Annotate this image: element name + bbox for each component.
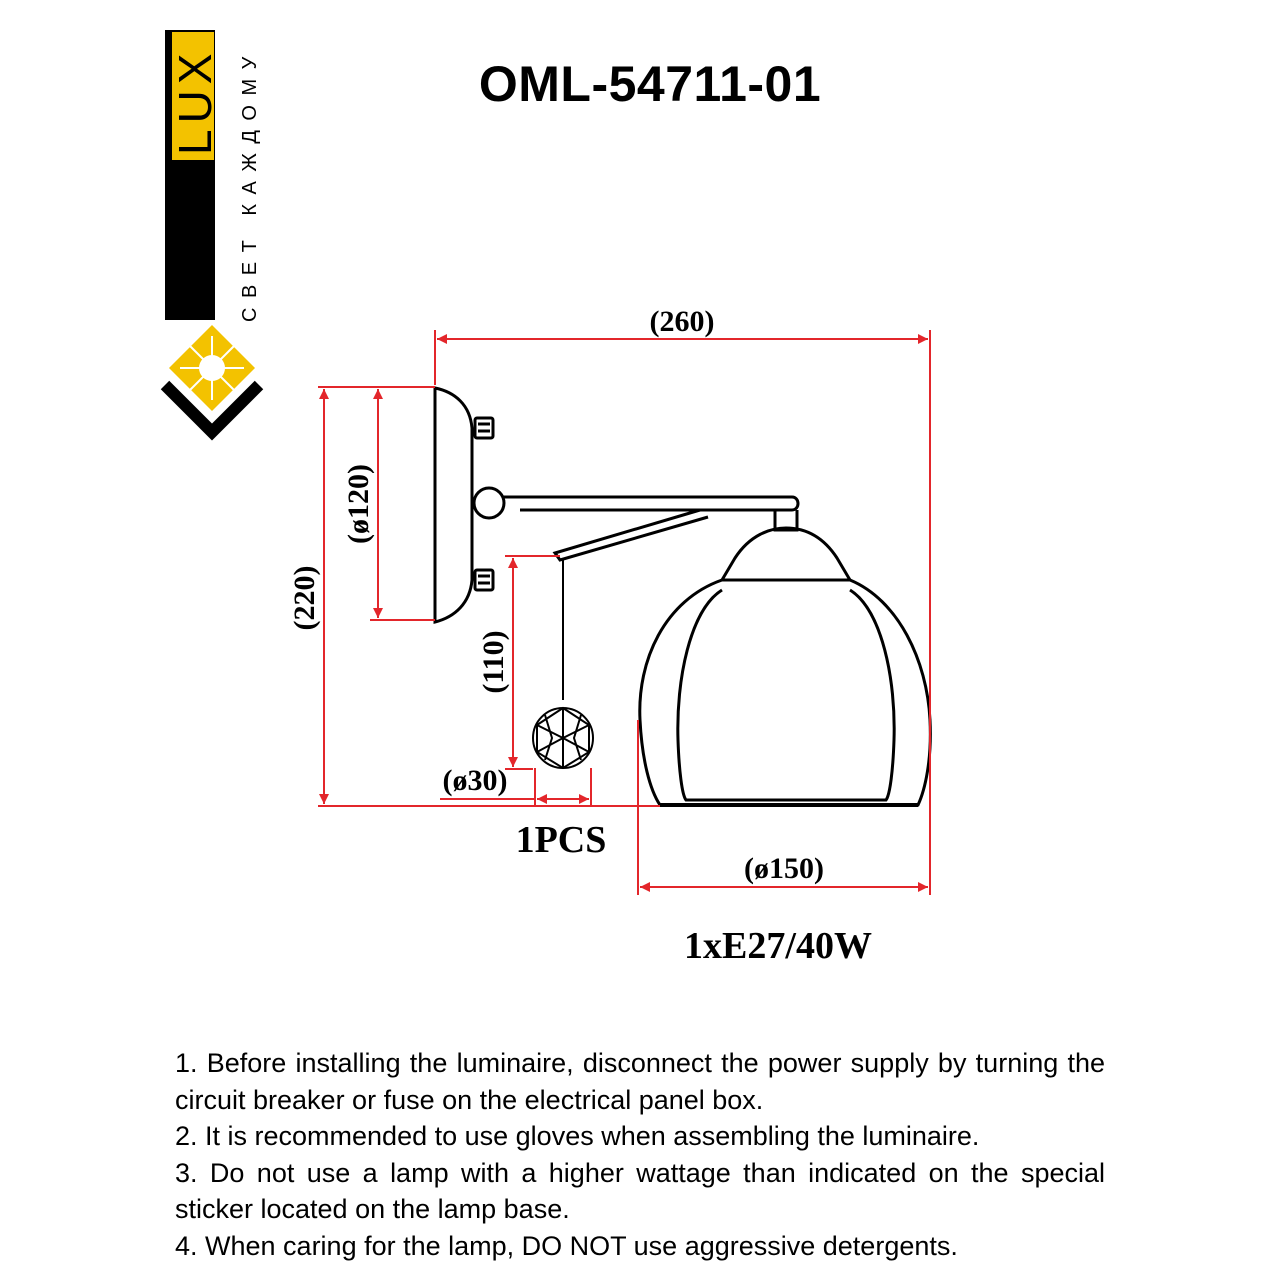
brand-logo: OMNI LUX СВЕТ КАЖДОМУ	[160, 30, 264, 441]
note-item: 3. Do not use a lamp with a higher watta…	[175, 1157, 1105, 1225]
mount-screw-bottom	[473, 568, 495, 592]
note-item: 4. When caring for the lamp, DO NOT use …	[175, 1230, 958, 1261]
logo-tagline: СВЕТ КАЖДОМУ	[239, 47, 261, 322]
shade-stem	[773, 510, 799, 532]
label-shade-diameter: (ø150)	[744, 852, 824, 885]
arm-knob	[472, 486, 506, 520]
note-item: 2. It is recommended to use gloves when …	[175, 1121, 980, 1151]
model-title: OML-54711-01	[478, 56, 822, 112]
installation-notes: 1. Before installing the luminaire, disc…	[175, 1045, 1105, 1264]
shade-inner	[676, 588, 896, 802]
label-pendant-drop: (110)	[477, 630, 510, 693]
label-crystal-count: 1PCS	[516, 819, 607, 861]
dimension-lines	[318, 330, 931, 895]
label-total-height: (220)	[288, 566, 321, 631]
arm-upper	[503, 495, 800, 512]
note-item: 1. Before installing the luminaire, disc…	[175, 1048, 1105, 1115]
label-crystal-diameter: (ø30)	[443, 764, 508, 797]
shade-outer	[638, 578, 932, 807]
label-total-width: (260)	[650, 305, 715, 338]
logo-brand-part1: OMNI	[169, 172, 221, 316]
mount-screw-top	[473, 416, 495, 440]
sun-diamond-logo-icon	[160, 325, 264, 441]
logo-accent-block	[172, 32, 214, 160]
luminaire-outline	[433, 386, 932, 807]
shade-cap	[719, 526, 853, 582]
label-lamp-spec: 1xE27/40W	[684, 925, 872, 967]
crystal-ball	[532, 706, 594, 770]
arm-brace	[552, 508, 709, 562]
wall-base-plate	[433, 386, 474, 624]
logo-brand-part2: LUX	[169, 48, 221, 155]
label-base-diameter: (ø120)	[342, 464, 375, 544]
